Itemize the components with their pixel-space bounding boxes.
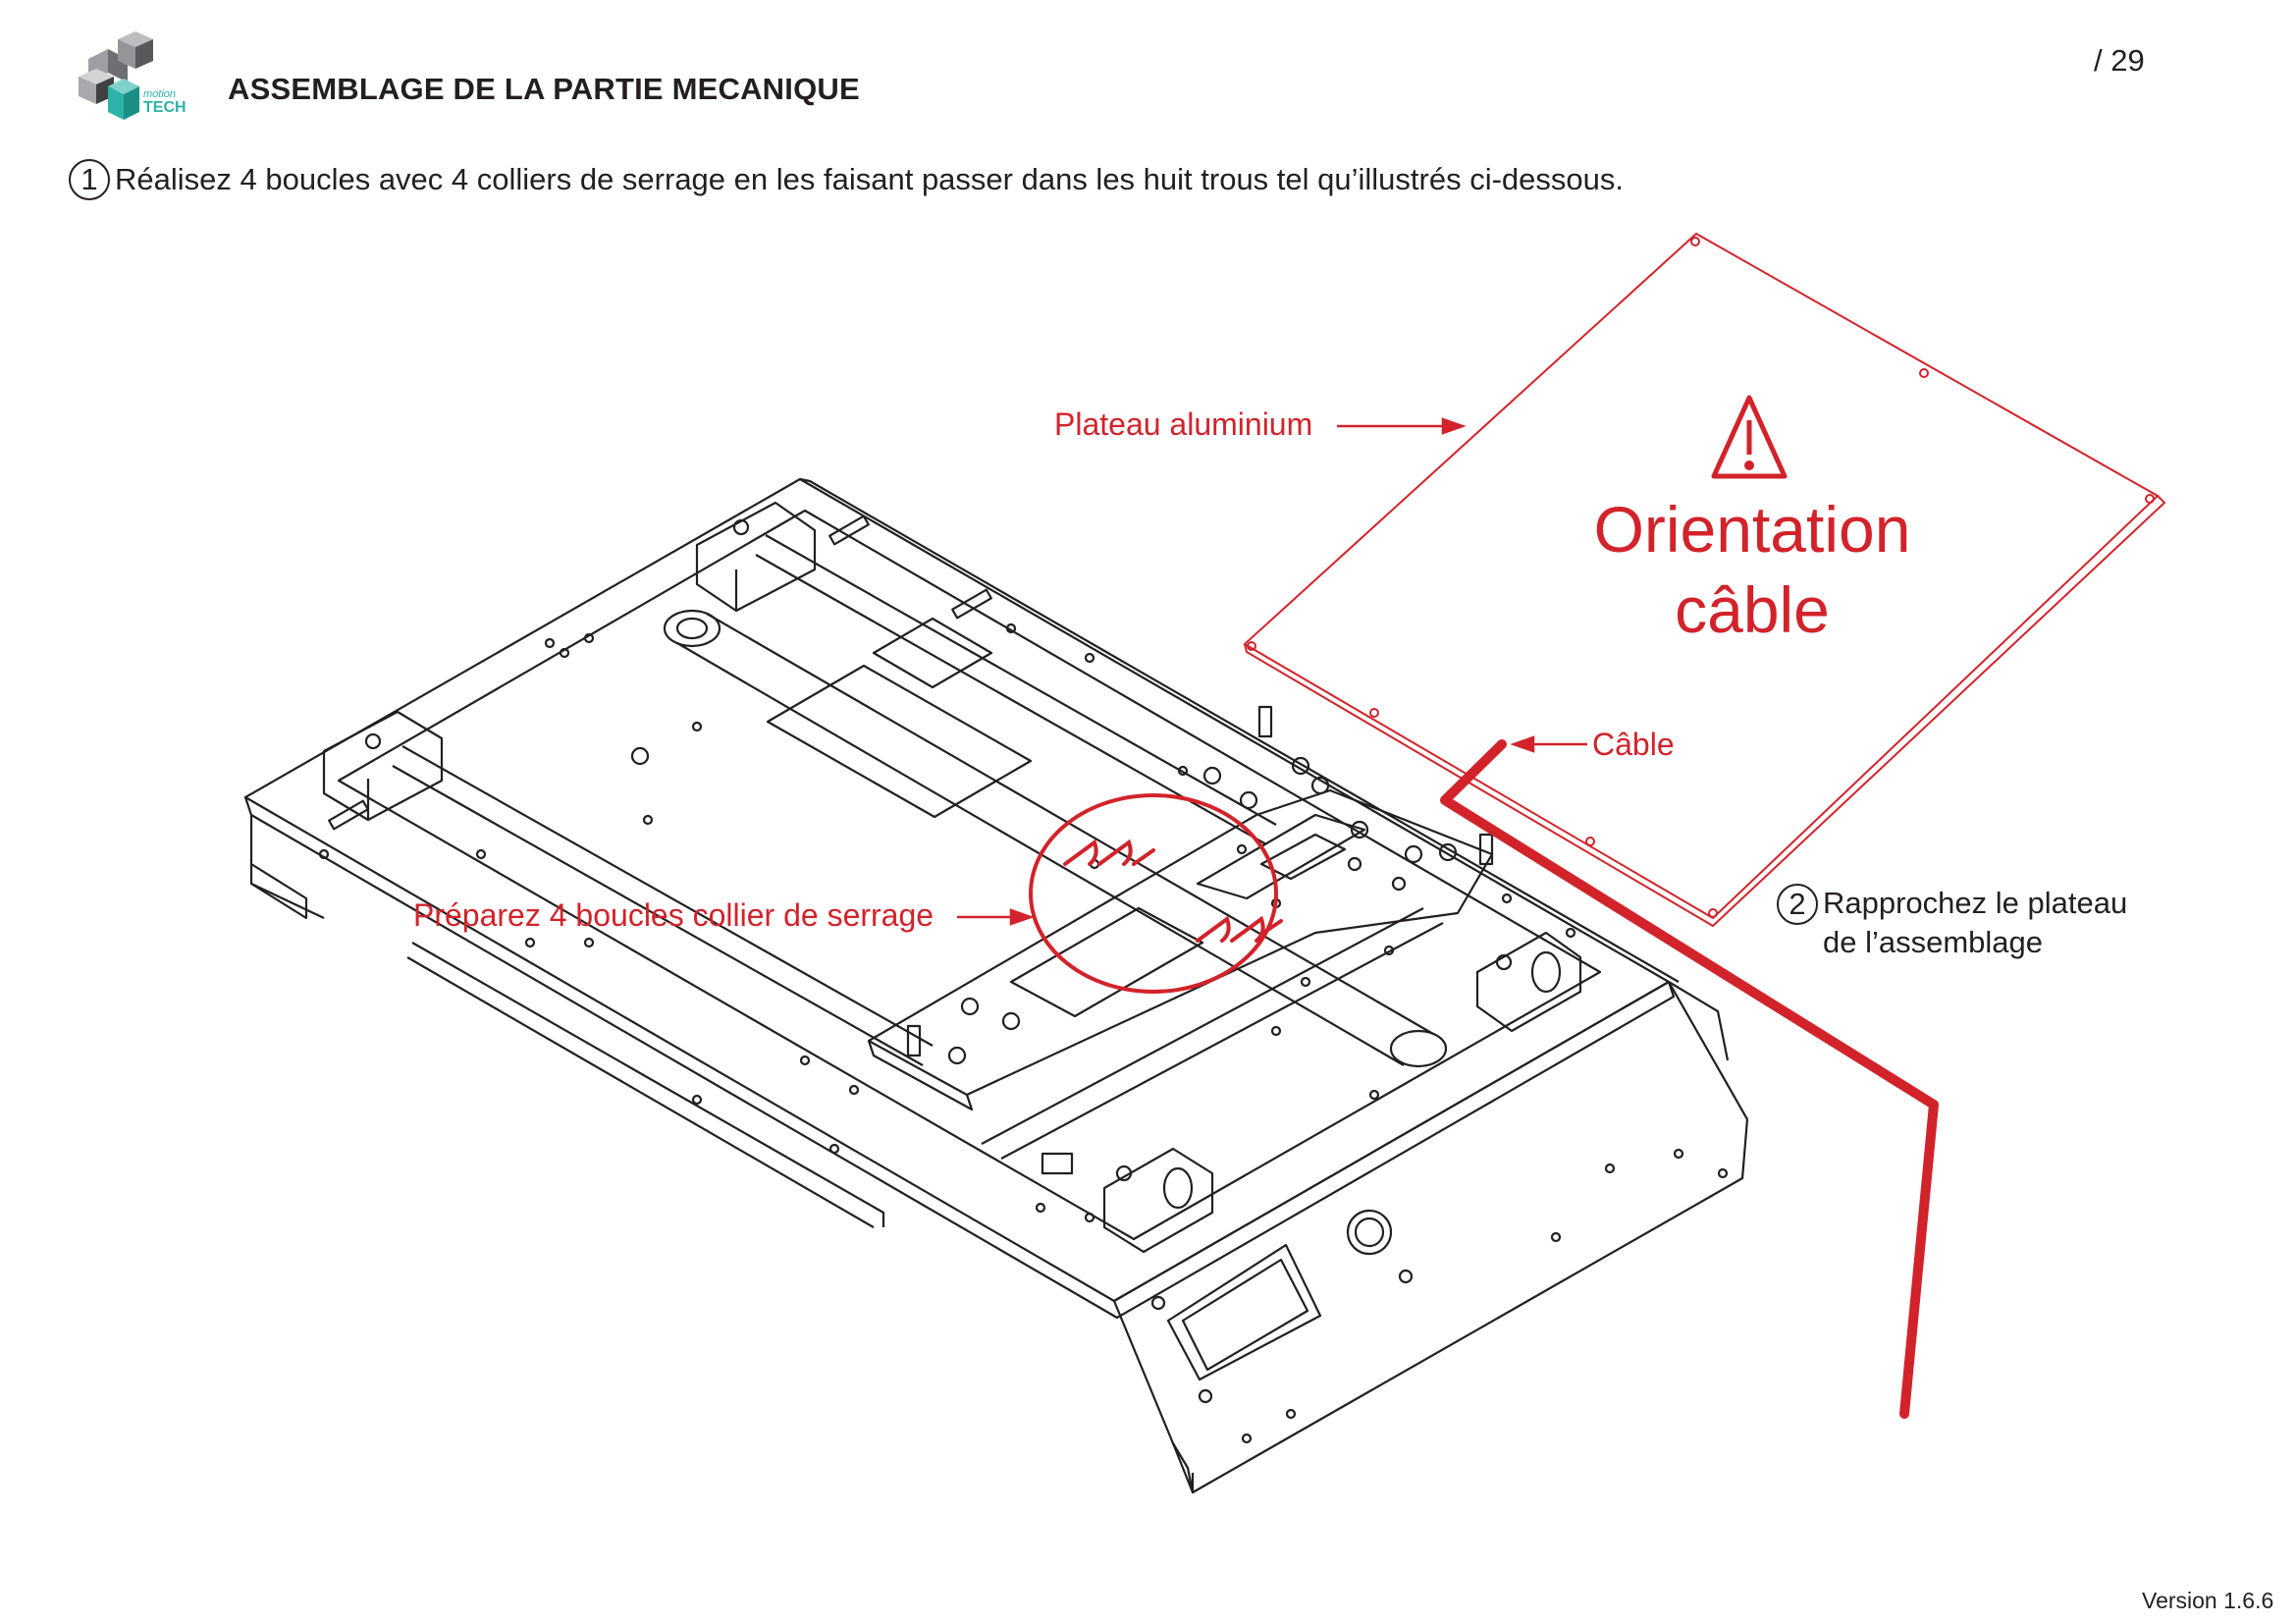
cable bbox=[1440, 739, 1939, 1419]
orientation-warning: Orientation câble bbox=[1531, 489, 1973, 650]
rod-mount-right bbox=[1475, 931, 1582, 1033]
lcd-screen bbox=[1166, 1243, 1322, 1381]
step-2-instruction: 2 Rapprochez le plateau de l’assemblage bbox=[1777, 884, 2127, 962]
step-2-line-2: de l’assemblage bbox=[1823, 925, 2044, 959]
svg-text:TECH: TECH bbox=[143, 99, 187, 116]
cable-tie-highlight-circle bbox=[1029, 793, 1278, 994]
step-2-line-1: Rapprochez le plateau bbox=[1823, 886, 2128, 920]
step-1-text: Réalisez 4 boucles avec 4 colliers de se… bbox=[115, 162, 1624, 196]
rod-mount-left bbox=[322, 710, 444, 822]
cable-label: Câble bbox=[1592, 727, 1675, 762]
control-knob bbox=[1346, 1209, 1393, 1256]
control-panel bbox=[1112, 980, 1749, 1494]
rod-mount-top bbox=[695, 501, 817, 613]
step-number-badge: 1 bbox=[69, 159, 110, 200]
step-1-instruction: 1 Réalisez 4 boucles avec 4 colliers de … bbox=[69, 159, 1624, 200]
aluminium-bed-plate bbox=[1243, 232, 2166, 928]
step-number-badge: 2 bbox=[1777, 884, 1818, 925]
plateau-label: Plateau aluminium bbox=[1054, 406, 1313, 442]
orientation-line-1: Orientation bbox=[1593, 493, 1911, 566]
motiontech-logo: motion TECH bbox=[79, 31, 187, 120]
page-title: ASSEMBLAGE DE LA PARTIE MECANIQUE bbox=[228, 72, 860, 106]
orientation-line-2: câble bbox=[1675, 573, 1830, 646]
callout-arrows bbox=[957, 417, 1587, 926]
warning-triangle-icon bbox=[1711, 395, 1788, 479]
cable-ties-label: Préparez 4 boucles collier de serrage bbox=[413, 897, 934, 933]
mounting-holes bbox=[318, 623, 1729, 1444]
base-plate-outline bbox=[243, 477, 1671, 1303]
cable-ties bbox=[1063, 839, 1283, 943]
version-footer: Version 1.6.6 bbox=[2142, 1588, 2274, 1613]
page-number: / 29 bbox=[2094, 43, 2145, 78]
svg-text:motion: motion bbox=[143, 88, 176, 100]
rod-mount-front bbox=[1102, 1147, 1214, 1254]
y-carriage-plate bbox=[867, 788, 1494, 1097]
